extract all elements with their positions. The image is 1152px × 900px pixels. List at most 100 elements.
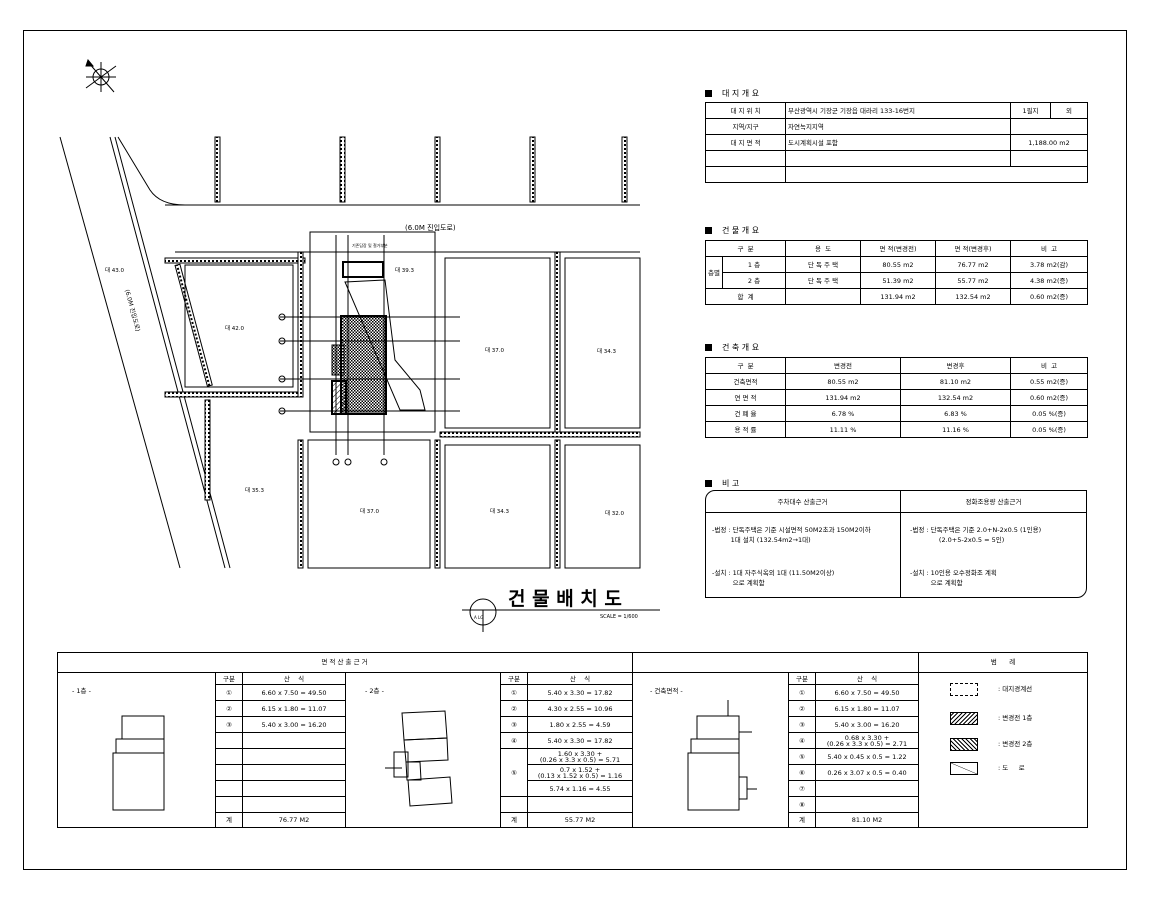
section-heading: 건 축 개 요 <box>722 343 760 352</box>
lot-label: 대 42.0 <box>225 324 245 332</box>
lot-labels: 대 43.0 대 42.0 대 39.3 대 37.0 대 34.3 대 35.… <box>105 266 625 517</box>
table-cell: 131.94 m2 <box>860 288 936 305</box>
table-cell <box>815 780 919 797</box>
table-cell: ④ <box>500 732 528 749</box>
lot-label: 대 32.0 <box>605 509 625 517</box>
legend-label: : 도 로 <box>998 764 1025 772</box>
boundary-swatch-icon <box>950 683 978 696</box>
table-cell: 합 계 <box>705 288 786 305</box>
bullet-icon <box>705 90 712 97</box>
footprint-label: - 건축면적 - <box>650 687 683 695</box>
table-row <box>215 780 346 797</box>
table-cell: 1.80 x 2.55 = 4.59 <box>527 716 633 733</box>
lot-label: 대 37.0 <box>360 507 380 515</box>
legend-item: : 도 로 <box>950 762 1070 775</box>
adjacent-walls <box>117 136 641 569</box>
table-cell: 구분 <box>215 672 243 685</box>
table-cell <box>215 764 243 781</box>
sheet-frame <box>23 30 1127 870</box>
legend-title: 범 례 <box>990 658 1016 666</box>
table-row: ⑦ <box>788 780 919 797</box>
setback-note: 기존담장 및 철거부분 <box>352 242 388 248</box>
lot-label: 대 35.3 <box>245 486 265 494</box>
footprint-diagram <box>687 700 757 811</box>
table-row <box>215 748 346 765</box>
table-cell: 산 식 <box>815 672 919 685</box>
table-cell: 계 <box>215 812 243 828</box>
table-cell: ① <box>788 684 816 701</box>
floor2-label: - 2층 - <box>365 687 384 695</box>
lot-label: 대 37.0 <box>485 346 505 354</box>
table-cell: ① <box>215 684 243 701</box>
table-cell: ⑤ <box>788 748 816 765</box>
table-cell: 1,188.00 m2 <box>1010 134 1088 151</box>
lot-label: 대 43.0 <box>105 266 125 274</box>
table-cell <box>215 748 243 765</box>
table-row <box>215 796 346 813</box>
table-cell: 구분 <box>500 672 528 685</box>
remarks-title: 비 고 <box>705 478 739 489</box>
table-row <box>705 150 1088 167</box>
table-cell: 4.30 x 2.55 = 10.96 <box>527 700 633 717</box>
table-cell: 55.77 M2 <box>527 812 633 828</box>
table-cell: 계 <box>788 812 816 828</box>
area-calc-block <box>57 652 1088 828</box>
table-cell: 5.40 x 3.00 = 16.20 <box>242 716 346 733</box>
table-row <box>215 764 346 781</box>
legend-label: : 변경전 2층 <box>998 740 1033 748</box>
compass-icon <box>85 58 117 93</box>
table-cell: 0.60 m2(증) <box>1010 288 1088 305</box>
septic-legal: -법정 : 단독주택은 기준 2.0+N-2x0.5 (1인용) (2.0+5-… <box>910 526 1042 544</box>
table-cell: ① <box>500 684 528 701</box>
drawing-title: 건 물 배 치 도 <box>508 588 622 610</box>
lot-label: 대 34.3 <box>490 507 510 515</box>
lot-label: 대 39.3 <box>395 266 415 274</box>
table-cell: 5.40 x 3.00 = 16.20 <box>815 716 919 733</box>
table-cell <box>242 796 346 813</box>
table-cell: 11.16 % <box>900 421 1011 438</box>
table-cell: 6.15 x 1.80 = 11.07 <box>815 700 919 717</box>
divider <box>632 652 633 828</box>
bullet-icon <box>705 480 712 487</box>
table-row <box>705 166 1088 183</box>
table-row: ⑧ <box>788 796 919 813</box>
remarks-divider <box>705 512 1087 513</box>
table-cell: 0.26 x 3.07 x 0.5 = 0.40 <box>815 764 919 781</box>
table-cell: ② <box>215 700 243 717</box>
table-cell: 0.7 x 1.52 + (0.13 x 1.52 x 0.5) = 1.16 <box>527 764 633 781</box>
septic-heading: 정화조용량 산출근거 <box>965 498 1022 506</box>
parking-installed: -설치 : 1대 자주식옥외 1대 (11.50M2이상) 으로 계획함 <box>712 569 835 587</box>
table-cell: ④ <box>788 732 816 749</box>
floor1-label: - 1층 - <box>72 687 91 695</box>
table-cell <box>215 796 243 813</box>
table-cell: ③ <box>215 716 243 733</box>
table-cell: 6.60 x 7.50 = 49.50 <box>242 684 346 701</box>
table-row: 0.7 x 1.52 + (0.13 x 1.52 x 0.5) = 1.16 <box>501 764 633 781</box>
legend-label: : 대지경계선 <box>998 685 1033 693</box>
area-calc-title: 면 적 산 출 근 거 <box>321 658 368 666</box>
site-plan: (6.0M 진입도로) (6.0M 진입도로) 기존담장 및 철거부분 대 43… <box>59 58 660 632</box>
table-cell: ② <box>500 700 528 717</box>
table-cell: 6.15 x 1.80 = 11.07 <box>242 700 346 717</box>
table-cell: 76.77 m2 <box>935 256 1011 273</box>
